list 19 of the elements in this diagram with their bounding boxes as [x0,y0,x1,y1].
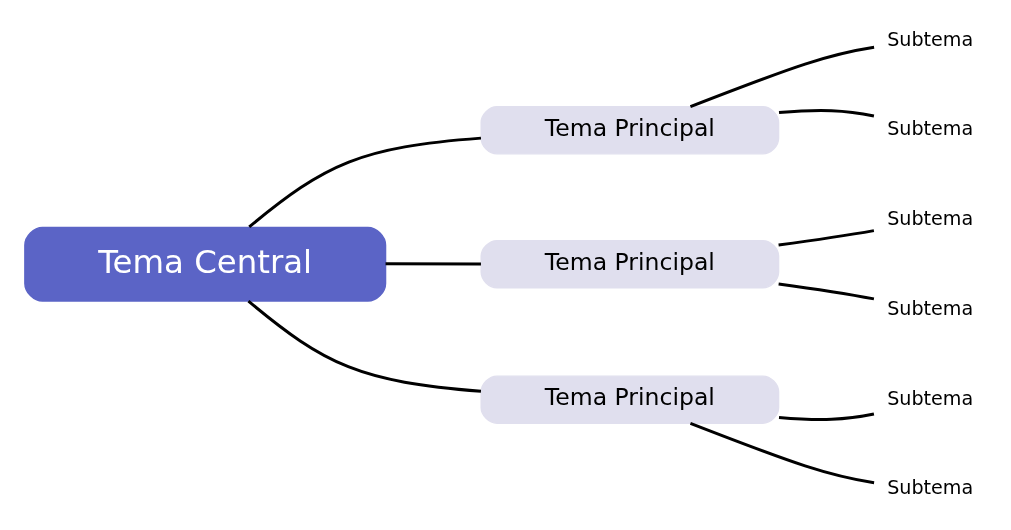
node-box: Tema Principal [480,375,780,424]
connector [778,109,875,118]
node-text: Subtema [887,476,974,500]
node-text: Subtema [887,386,974,410]
node-box: Tema Central [24,226,387,302]
connector [689,421,875,485]
connector [248,136,482,229]
node-text: Subtema [887,117,974,141]
connector [778,229,875,247]
connector [778,412,875,421]
node-text: Subtema [887,207,974,231]
connector [247,300,482,393]
node-text: Subtema [887,27,974,51]
connector [778,282,875,301]
connector [385,262,481,266]
connector [689,45,875,109]
node-box: Tema Principal [480,239,780,289]
node-box: Tema Principal [480,106,780,155]
node-text: Subtema [887,296,974,320]
